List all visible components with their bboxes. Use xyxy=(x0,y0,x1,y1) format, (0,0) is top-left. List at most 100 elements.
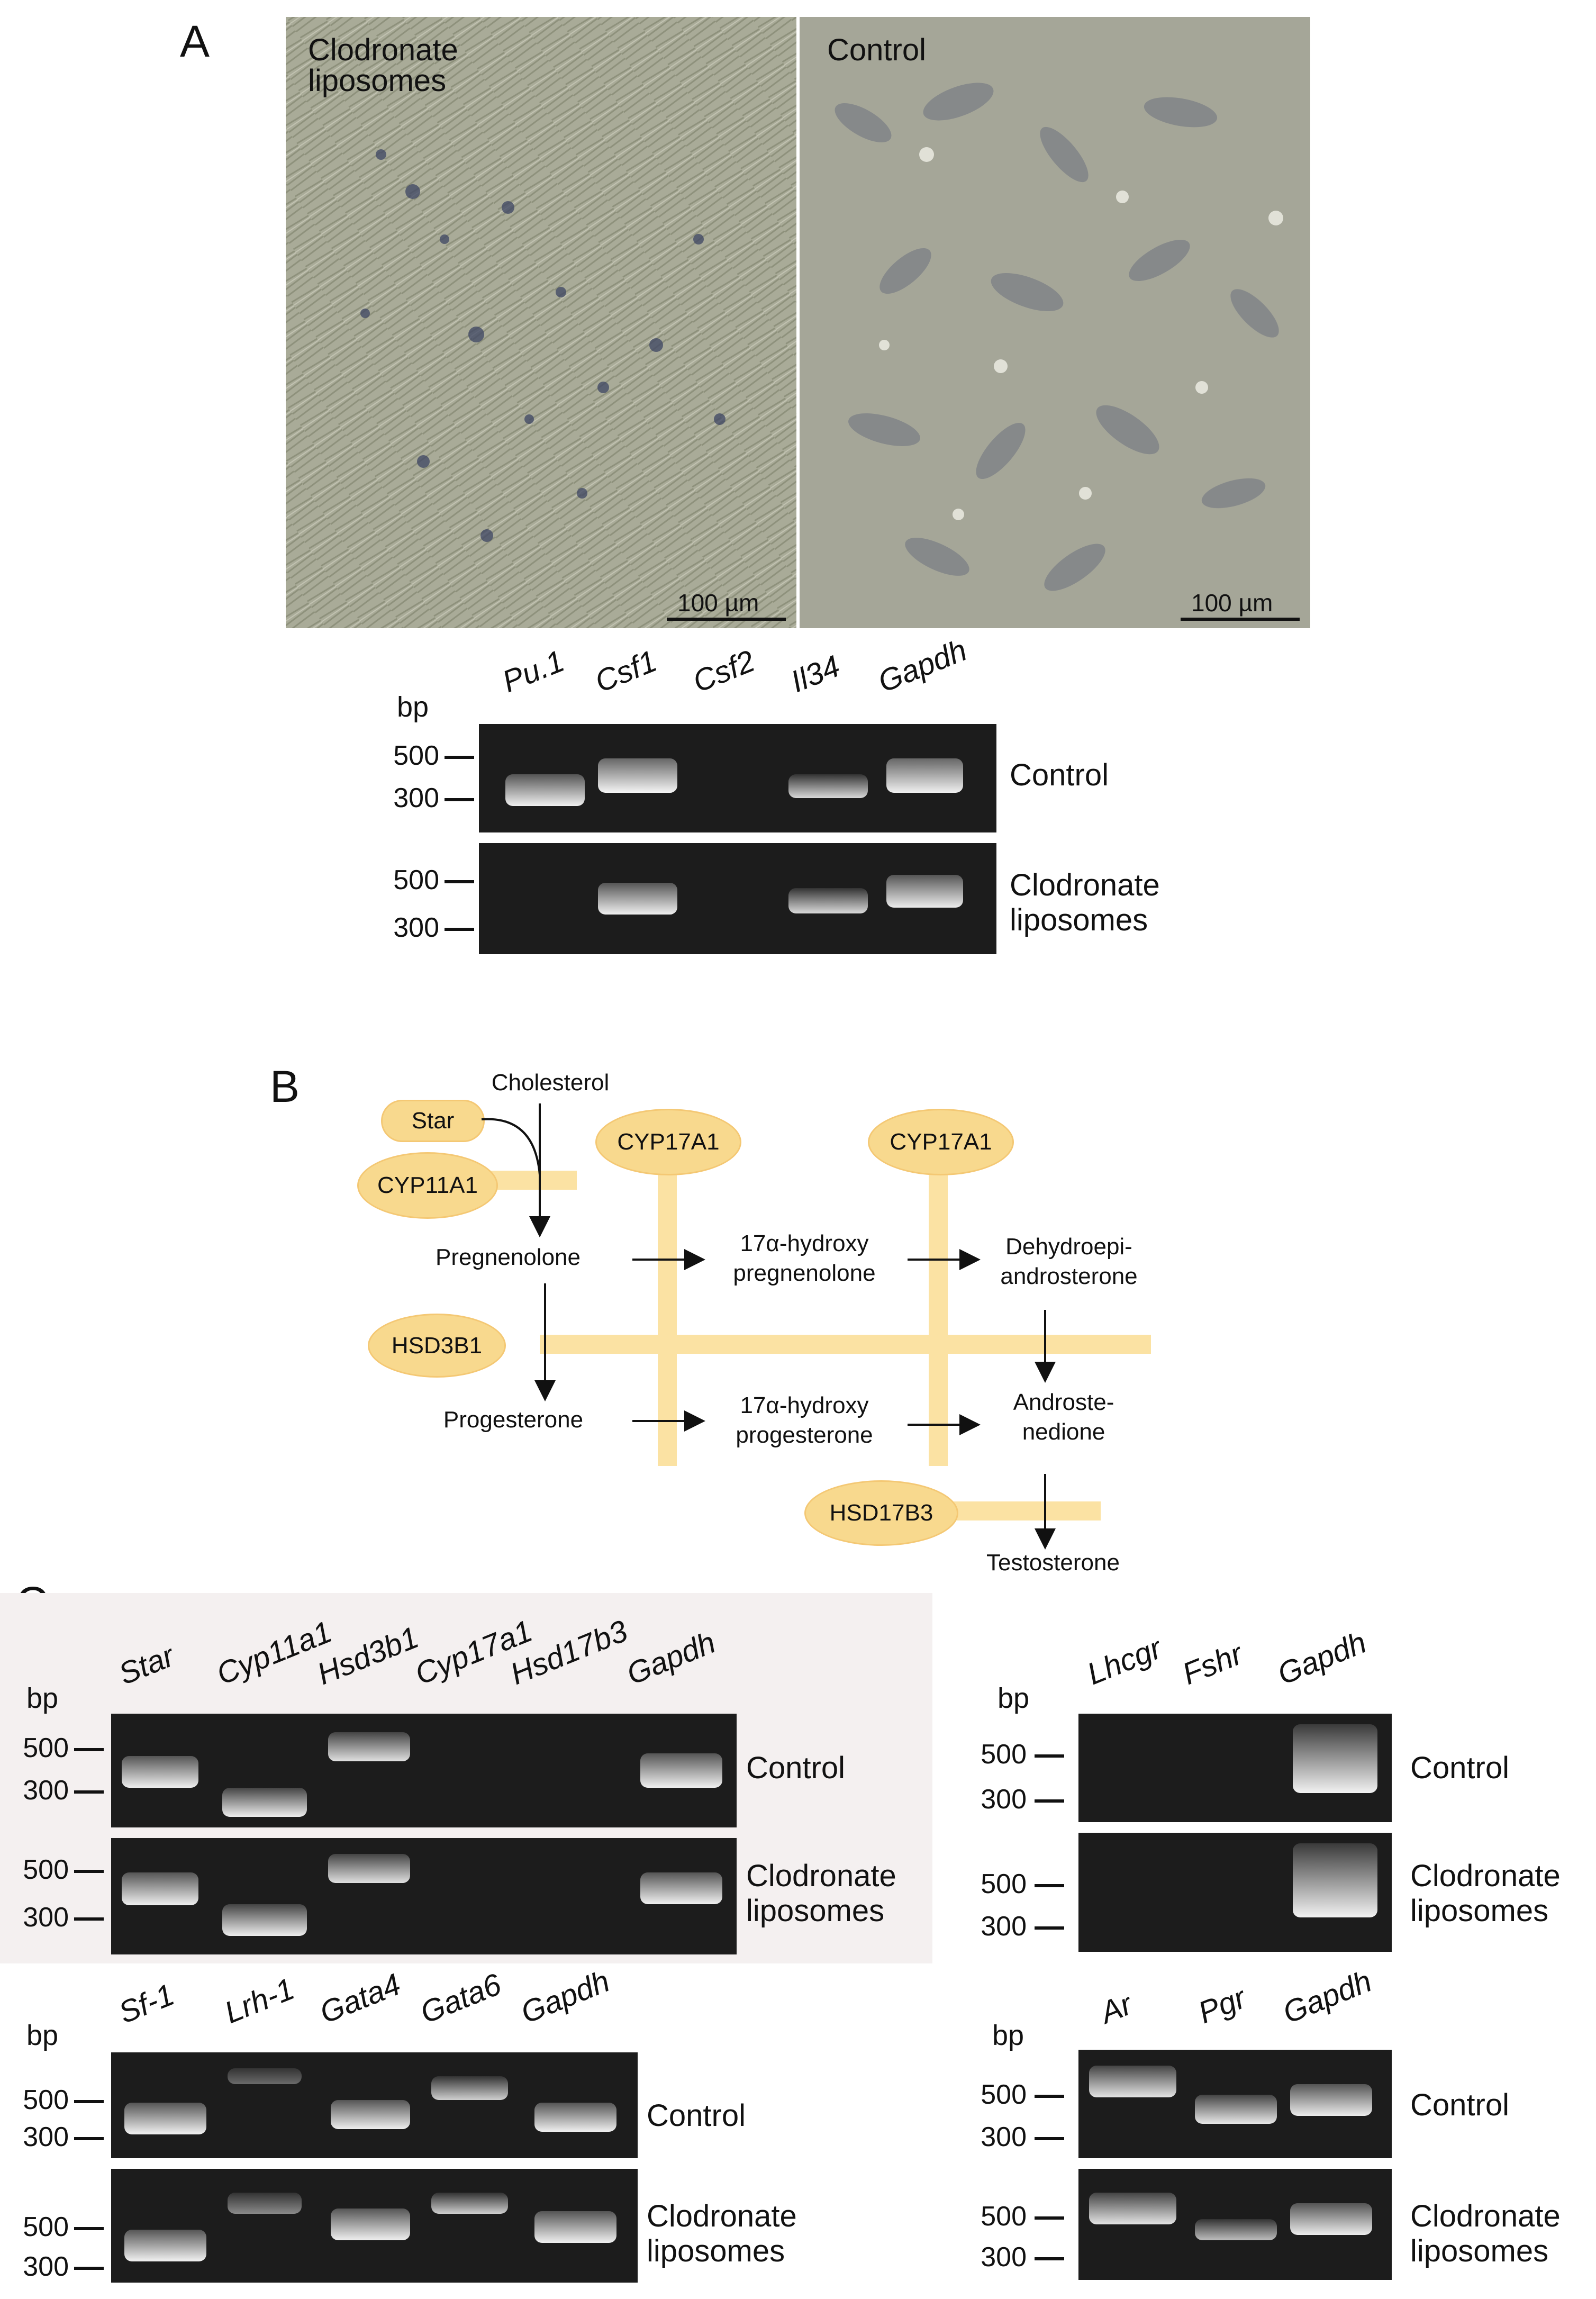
gel-band xyxy=(124,2230,206,2261)
bp-marker-label: 300 xyxy=(981,1911,1027,1942)
bp-tick xyxy=(74,1870,104,1873)
metabolite-17oh-progesterone: 17α-hydroxy progesterone xyxy=(736,1392,873,1448)
metabolite-17oh-pregnenolone: 17α-hydroxy pregnenolone xyxy=(733,1230,876,1286)
gel-band xyxy=(1293,1843,1377,1917)
bp-header: bp xyxy=(26,1682,59,1714)
gel-band xyxy=(431,2076,508,2100)
pathway-bar xyxy=(929,1170,948,1466)
scale-bar xyxy=(667,618,786,621)
gel-band xyxy=(228,2193,302,2214)
gel-band xyxy=(328,1854,410,1883)
bp-header: bp xyxy=(992,2020,1024,2051)
bp-tick xyxy=(1035,1926,1064,1930)
condition-label: Clodronate liposomes xyxy=(1410,2199,1561,2268)
enzyme-cyp11a1: CYP11A1 xyxy=(357,1152,498,1219)
bp-header: bp xyxy=(397,691,429,723)
bp-tick xyxy=(445,798,474,801)
gel-band xyxy=(122,1872,198,1905)
panel-a-letter: A xyxy=(180,16,210,66)
bp-tick xyxy=(74,1790,104,1794)
bp-marker-label: 500 xyxy=(981,2201,1027,2232)
bp-tick xyxy=(1035,2257,1064,2260)
gel-band xyxy=(1089,2066,1176,2097)
enzyme-star: Star xyxy=(381,1100,485,1142)
bp-tick xyxy=(74,1917,104,1921)
enzyme-cyp17a1: CYP17A1 xyxy=(595,1109,741,1175)
bp-marker-label: 500 xyxy=(23,1733,69,1763)
bp-header: bp xyxy=(26,2020,59,2051)
gel-a-clodronate xyxy=(479,843,996,954)
gel-band xyxy=(886,758,963,793)
micrograph-label-control: Control xyxy=(827,33,926,67)
metabolite-dhea: Dehydroepi- androsterone xyxy=(1000,1234,1138,1289)
bp-tick xyxy=(74,2227,104,2230)
gel-band xyxy=(1089,2193,1176,2224)
gel-band xyxy=(598,758,677,793)
gel-c2-clodronate xyxy=(1078,1833,1392,1952)
gel-c4-clodronate xyxy=(1078,2169,1392,2280)
pathway-bar xyxy=(658,1170,677,1466)
gel-c1-clodronate xyxy=(111,1838,737,1954)
arrow-star xyxy=(481,1118,550,1237)
bp-marker-label: 500 xyxy=(981,2079,1027,2110)
gel-band xyxy=(331,2209,410,2240)
bp-marker-label: 500 xyxy=(981,1869,1027,1899)
micrograph-control: Control 100 µm xyxy=(800,17,1310,628)
gel-band xyxy=(124,2103,206,2134)
gel-band xyxy=(505,774,585,806)
condition-label: Clodronate liposomes xyxy=(647,2199,797,2268)
bp-marker-label: 500 xyxy=(981,1739,1027,1770)
gel-band xyxy=(1290,2203,1372,2235)
bp-tick xyxy=(1035,2137,1064,2140)
bp-header: bp xyxy=(998,1682,1030,1714)
bp-tick xyxy=(1035,2095,1064,2098)
bp-marker-label: 300 xyxy=(23,1902,69,1933)
bp-marker-label: 500 xyxy=(23,2212,69,2242)
bp-marker-label: 300 xyxy=(23,2122,69,2152)
bp-marker-label: 300 xyxy=(23,2251,69,2282)
gel-band xyxy=(331,2100,410,2129)
gel-c1-control xyxy=(111,1714,737,1827)
metabolite-pregnenolone: Pregnenolone xyxy=(435,1244,581,1270)
bp-tick xyxy=(74,2137,104,2140)
gel-c3-control xyxy=(111,2052,638,2158)
bp-tick xyxy=(1035,2216,1064,2220)
bp-tick xyxy=(74,1748,104,1751)
bp-marker-label: 300 xyxy=(393,912,439,943)
gel-band xyxy=(788,774,868,798)
gel-band xyxy=(222,1904,307,1936)
micrograph-texture xyxy=(286,17,796,628)
pathway-bar xyxy=(942,1501,1101,1520)
gel-band xyxy=(228,2068,302,2084)
gel-band xyxy=(1195,2095,1277,2124)
condition-label: Control xyxy=(1410,1751,1509,1785)
gel-band xyxy=(788,888,868,913)
bp-tick xyxy=(1035,1799,1064,1803)
bp-tick xyxy=(1035,1754,1064,1758)
bp-tick xyxy=(445,928,474,931)
gel-band xyxy=(431,2193,508,2214)
bp-tick xyxy=(74,2100,104,2103)
gel-band xyxy=(598,883,677,915)
bp-marker-label: 300 xyxy=(981,2242,1027,2273)
bp-marker-label: 500 xyxy=(393,740,439,771)
bp-marker-label: 300 xyxy=(981,1784,1027,1815)
gel-band xyxy=(534,2103,616,2132)
condition-label: Clodronate liposomes xyxy=(1410,1859,1561,1928)
gel-a-control xyxy=(479,724,996,832)
condition-label: Clodronate liposomes xyxy=(746,1859,896,1928)
gel-c4-control xyxy=(1078,2050,1392,2158)
gel-band xyxy=(640,1753,722,1788)
micrograph-label-clodronate: Clodronate liposomes xyxy=(308,33,458,98)
condition-label: Control xyxy=(1410,2088,1509,2122)
pathway-bar xyxy=(540,1335,1151,1354)
gel-band xyxy=(122,1756,198,1788)
bp-marker-label: 500 xyxy=(393,865,439,895)
enzyme-hsd3b1: HSD3B1 xyxy=(368,1314,506,1378)
bp-marker-label: 500 xyxy=(23,2085,69,2115)
gel-band xyxy=(886,875,963,908)
scale-label: 100 µm xyxy=(677,589,759,617)
micrograph-texture xyxy=(835,83,1283,591)
enzyme-hsd17b3: HSD17B3 xyxy=(804,1480,958,1546)
bp-marker-label: 300 xyxy=(981,2122,1027,2152)
